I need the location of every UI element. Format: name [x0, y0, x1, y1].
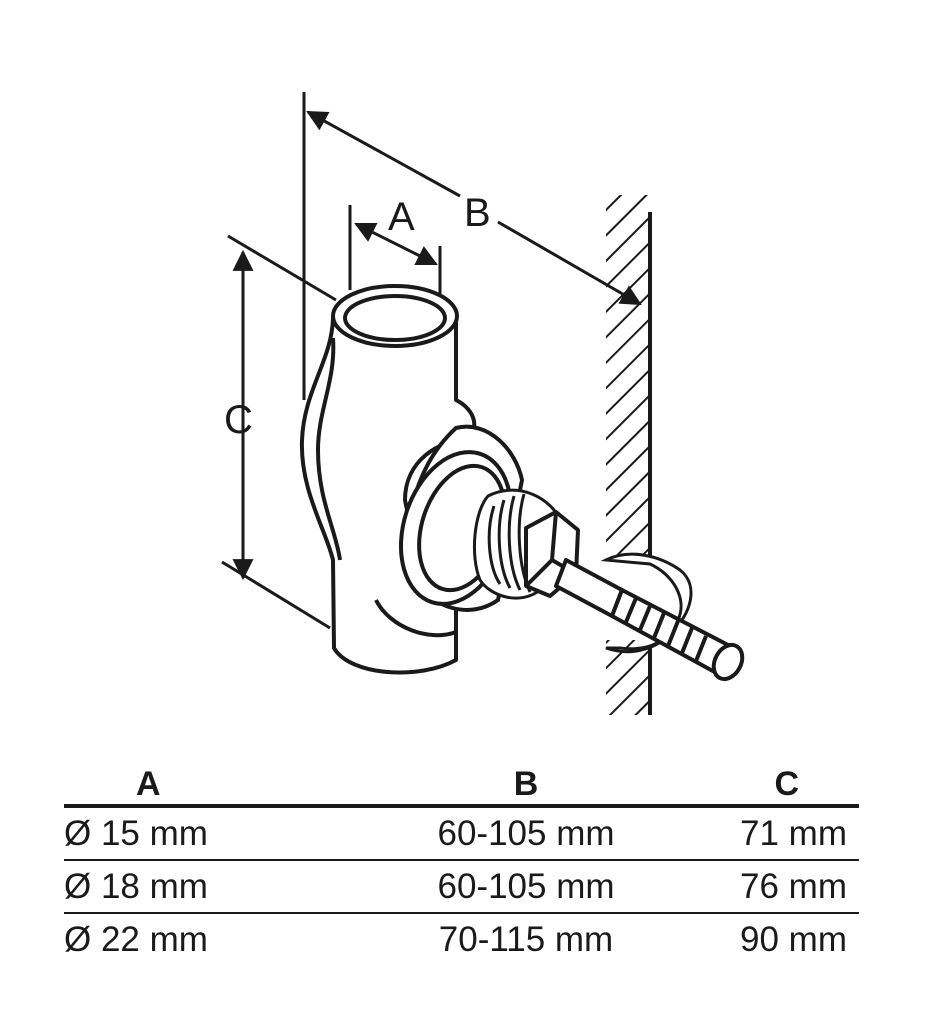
thread-line-3: [507, 495, 522, 591]
valve-body-contour-lower: [374, 599, 457, 638]
spline-line-4: [666, 620, 680, 647]
cell-b: 60-105 mm: [376, 860, 676, 914]
hex-nut-edge-1: [550, 511, 558, 561]
cell-b: 60-105 mm: [376, 806, 676, 861]
dimension-c-extension-top: [227, 234, 337, 302]
table-header-row: A B C: [64, 758, 859, 808]
hex-nut-edge-3: [524, 558, 554, 588]
dimension-b: B: [302, 92, 642, 400]
dimension-b-arrow-left: [306, 110, 461, 198]
top-opening-inner: [343, 294, 447, 342]
dimension-c-extension-bottom: [221, 560, 331, 630]
valve-diagram: B A C: [221, 92, 745, 715]
cell-c: 76 mm: [676, 860, 859, 914]
wall-break-cutout: [600, 552, 693, 654]
column-header-c: C: [676, 758, 859, 808]
top-opening: [331, 284, 459, 348]
wall: [600, 195, 693, 715]
dimension-c: C: [221, 234, 337, 630]
table-row: Ø 15 mm 60-105 mm 71 mm: [64, 806, 859, 861]
spline-line-2: [638, 605, 652, 631]
table-row: Ø 18 mm 60-105 mm 76 mm: [64, 860, 859, 914]
cell-b: 70-115 mm: [438, 919, 614, 959]
dimension-a-label: A: [388, 195, 415, 239]
spindle-tip: [711, 642, 745, 682]
cell-a: Ø 18 mm: [64, 860, 376, 914]
cell-c: 71 mm: [676, 806, 859, 861]
dimension-table: A B C Ø 15 mm 60-105 mm 71 mm Ø 18 mm 60…: [64, 758, 859, 965]
dimension-b-arrow-right: [497, 220, 642, 306]
spindle: [554, 558, 745, 682]
dimension-b-label: B: [464, 191, 491, 235]
cell-c: 90 mm: [740, 919, 847, 959]
spline-line-3: [652, 612, 666, 639]
table-row: Ø 22 mm 70-115 mm 90 mm: [64, 913, 859, 965]
spindle-shaft: [554, 558, 624, 618]
spline-line-6: [694, 635, 708, 662]
dimension-a: A: [348, 195, 442, 298]
column-header-a: A: [64, 758, 376, 808]
spline-line-1: [624, 597, 638, 623]
spline-line-5: [680, 627, 694, 654]
thread-line-2: [497, 499, 512, 589]
wall-hatching: [606, 195, 650, 560]
thread-line-1: [487, 505, 502, 585]
cell-a: Ø 22 mm: [64, 919, 208, 959]
dimension-c-label: C: [224, 398, 253, 442]
cell-a: Ø 15 mm: [64, 806, 376, 861]
dimension-a-arrow: [354, 222, 438, 266]
valve-body-contour: [316, 337, 342, 561]
column-header-b: B: [376, 758, 676, 808]
